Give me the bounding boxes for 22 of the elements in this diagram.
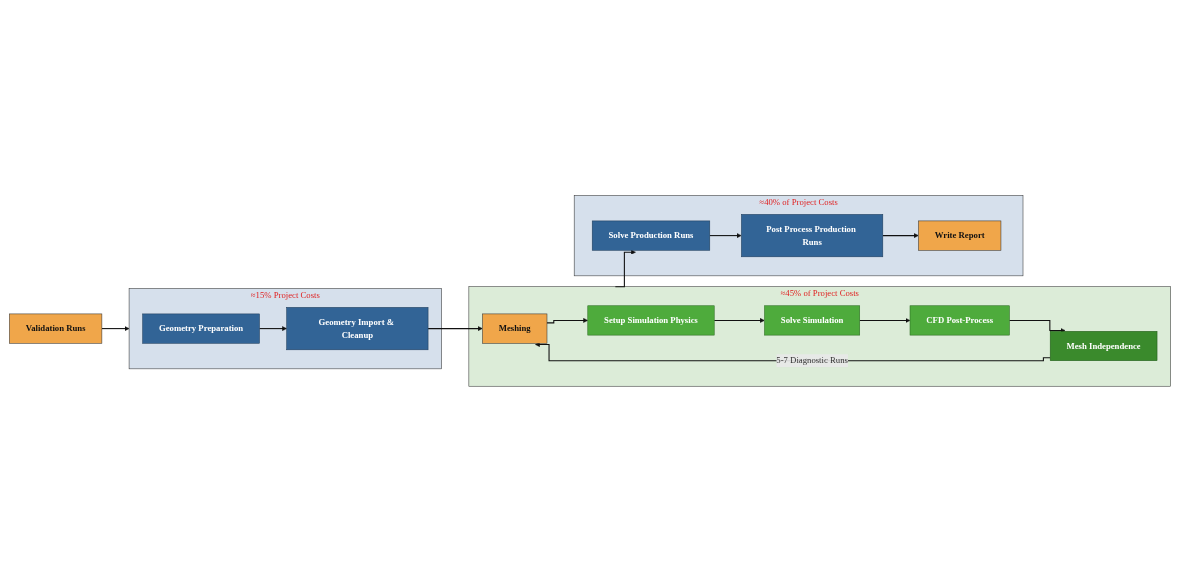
node-box: Setup Simulation Physics: [587, 305, 714, 336]
arrow: [545, 317, 588, 324]
arrow: [713, 317, 765, 323]
arrow: [881, 232, 919, 238]
arrow: [258, 325, 287, 331]
node-box: Solve Production Runs: [591, 220, 710, 251]
node-box: Write Report: [917, 220, 1001, 251]
node-box: CFD Post-Process: [909, 305, 1010, 336]
node-box: Validation Runs: [8, 313, 102, 344]
arrow: [1008, 319, 1065, 333]
arrow: [858, 317, 910, 323]
node-box: Mesh Independence: [1049, 330, 1157, 361]
node-box: Meshing: [481, 313, 547, 344]
edge-label: 5-7 Diagnostic Runs: [775, 355, 848, 365]
node-box: Geometry Import & Cleanup: [285, 306, 428, 350]
arrow: [614, 249, 636, 287]
node-box: Solve Simulation: [763, 305, 860, 336]
node-box: Post Process Production Runs: [740, 213, 883, 257]
arrow: [427, 325, 483, 331]
arrow: [708, 232, 742, 238]
node-box: Geometry Preparation: [141, 313, 260, 344]
arrow: [100, 325, 129, 331]
